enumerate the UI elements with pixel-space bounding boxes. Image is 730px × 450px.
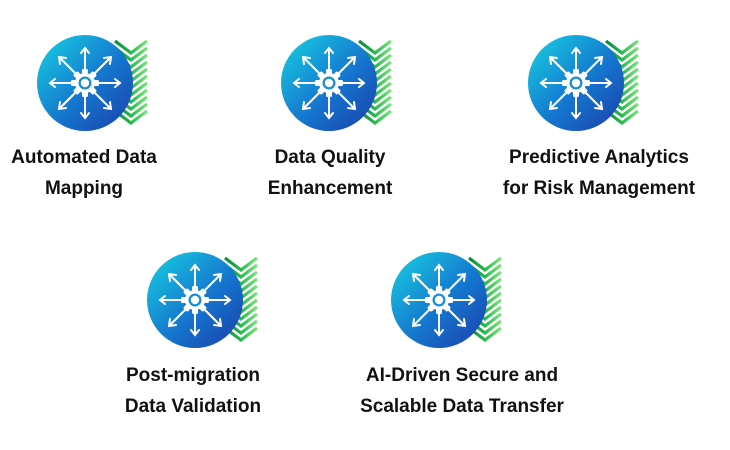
feature-title: Predictive Analytics for Risk Management [502, 147, 696, 199]
data-mapping-gear-icon [389, 250, 503, 350]
data-mapping-gear-icon [35, 33, 149, 133]
data-mapping-gear-icon [526, 33, 640, 133]
data-mapping-gear-icon [145, 250, 259, 350]
feature-title: AI-Driven Secure and Scalable Data Trans… [360, 365, 564, 417]
feature-title: Post-migration Data Validation [124, 365, 262, 417]
feature-title: Automated Data Mapping [11, 147, 157, 199]
feature-title: Data Quality Enhancement [267, 147, 393, 199]
data-mapping-gear-icon [279, 33, 393, 133]
